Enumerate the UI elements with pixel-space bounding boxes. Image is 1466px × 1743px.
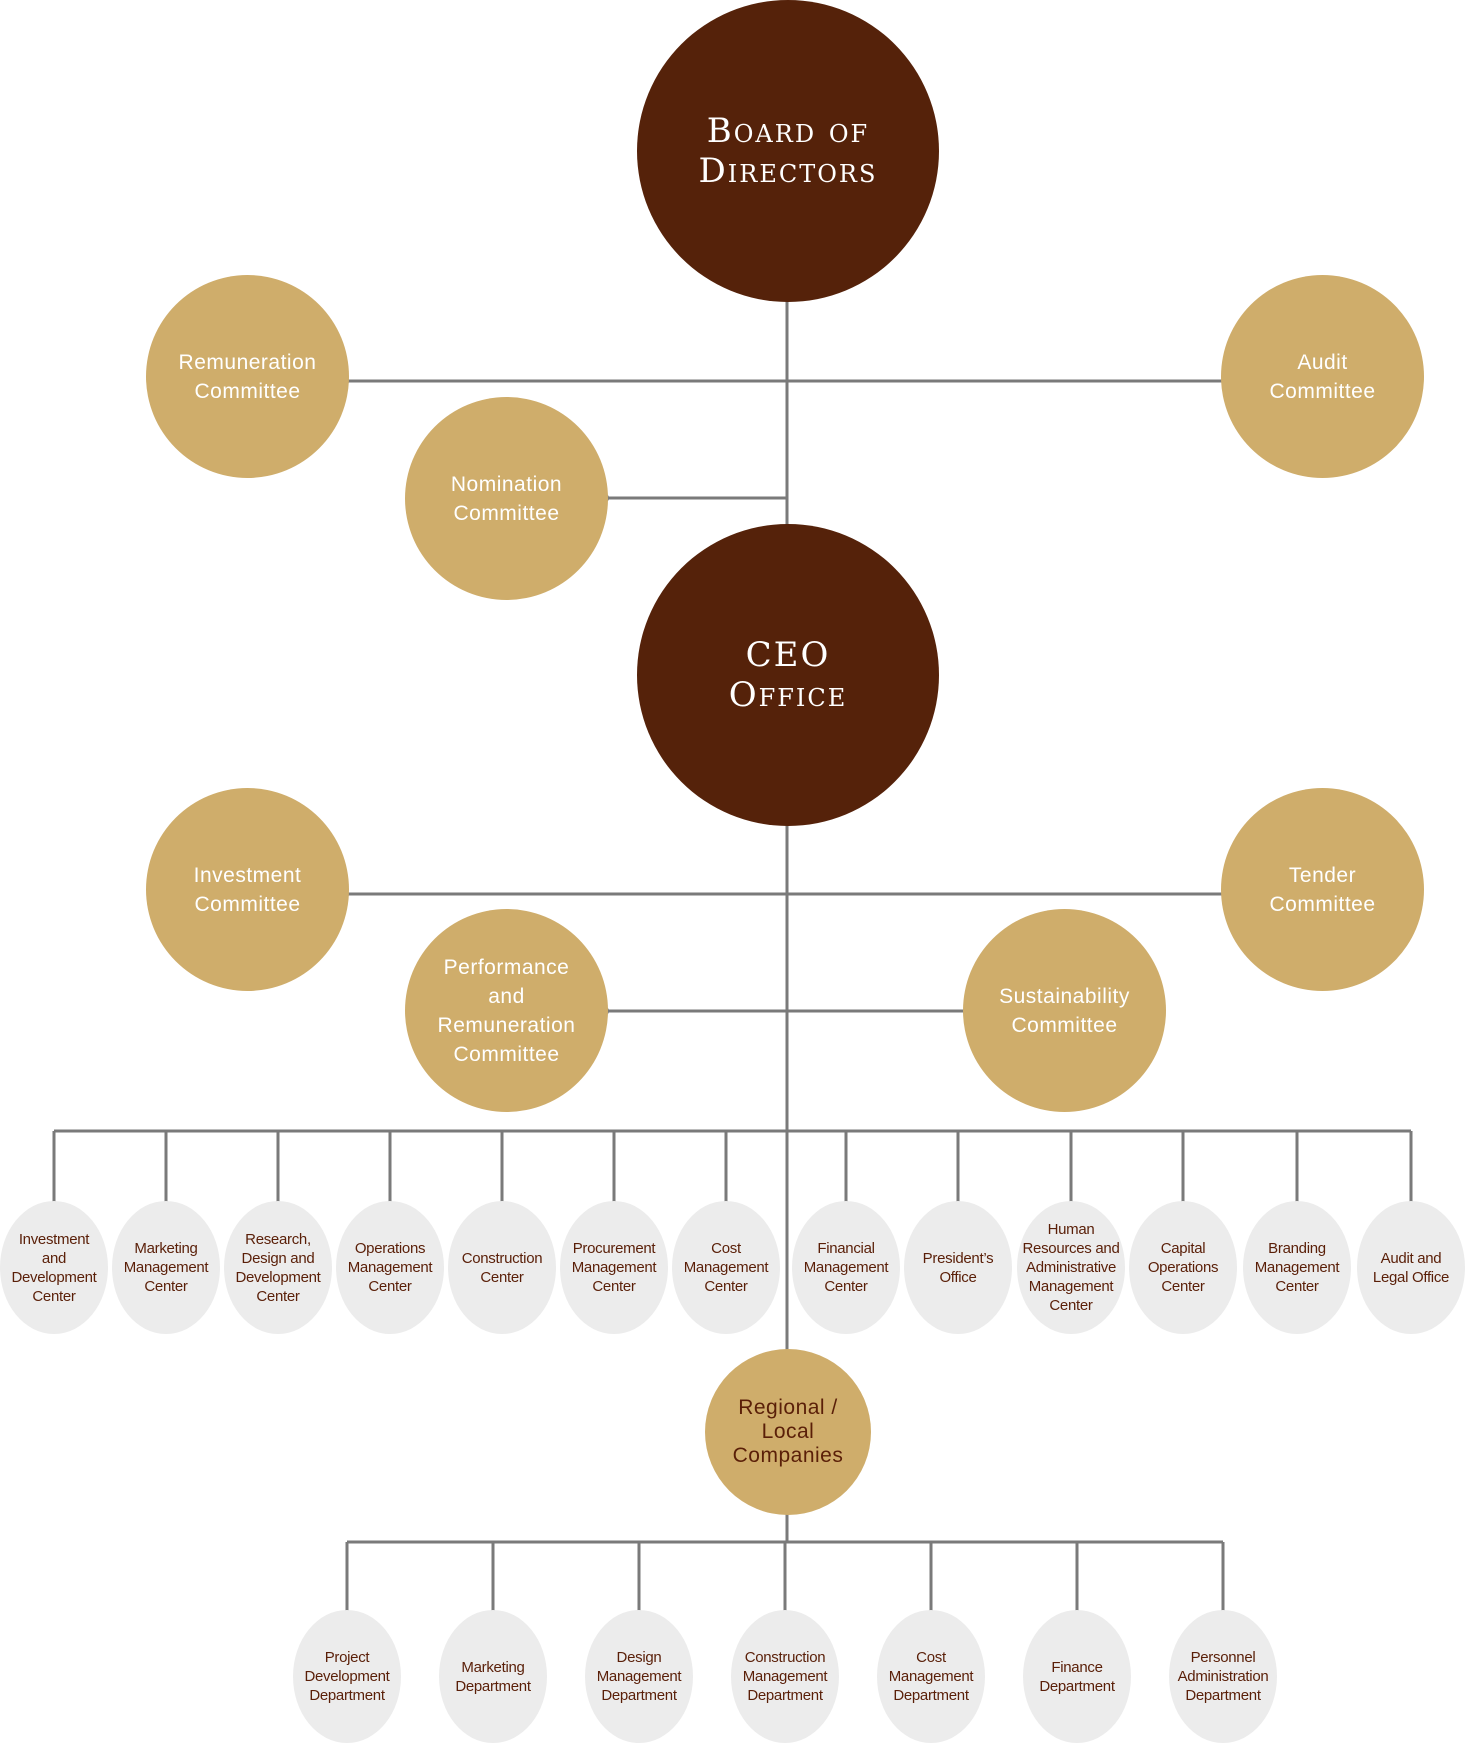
department-node: Marketing Department bbox=[439, 1610, 547, 1743]
center-node: Branding Management Center bbox=[1243, 1201, 1351, 1334]
center-node: Financial Management Center bbox=[792, 1201, 900, 1334]
center-label: Financial Management Center bbox=[803, 1240, 889, 1295]
nomination-committee-label: Nomination Committee bbox=[450, 472, 563, 525]
board-of-directors-node: Board of Directors bbox=[637, 0, 939, 302]
center-node: Human Resources and Administrative Manag… bbox=[1017, 1201, 1125, 1334]
tender-committee-label: Tender Committee bbox=[1269, 863, 1376, 916]
department-label: Design Management Department bbox=[596, 1649, 682, 1704]
tender-committee-node: Tender Committee bbox=[1221, 788, 1424, 991]
center-node: Audit and Legal Office bbox=[1357, 1201, 1465, 1334]
audit-committee-node: Audit Committee bbox=[1221, 275, 1424, 478]
center-node: Investment and Development Center bbox=[0, 1201, 108, 1334]
center-label: Construction Center bbox=[461, 1249, 543, 1286]
regional-local-companies-label: Regional / Local Companies bbox=[732, 1396, 844, 1467]
center-label: Audit and Legal Office bbox=[1372, 1249, 1450, 1286]
center-node: Construction Center bbox=[448, 1201, 556, 1334]
investment-committee-label: Investment Committee bbox=[193, 863, 302, 916]
ceo-office-node: CEO Office bbox=[637, 524, 939, 826]
center-node: Research, Design and Development Center bbox=[224, 1201, 332, 1334]
sustainability-committee-label: Sustainability Committee bbox=[999, 984, 1130, 1037]
board-of-directors-label: Board of Directors bbox=[698, 111, 878, 191]
department-node: Construction Management Department bbox=[731, 1610, 839, 1743]
center-node: Operations Management Center bbox=[336, 1201, 444, 1334]
department-label: Cost Management Department bbox=[888, 1649, 974, 1704]
center-node: Capital Operations Center bbox=[1129, 1201, 1237, 1334]
center-label: Branding Management Center bbox=[1254, 1240, 1340, 1295]
center-node: Marketing Management Center bbox=[112, 1201, 220, 1334]
sustainability-committee-node: Sustainability Committee bbox=[963, 909, 1166, 1112]
performance-remuneration-committee-label: Performance and Remuneration Committee bbox=[437, 955, 576, 1066]
nomination-committee-node: Nomination Committee bbox=[405, 397, 608, 600]
center-node: Cost Management Center bbox=[672, 1201, 780, 1334]
department-node: Cost Management Department bbox=[877, 1610, 985, 1743]
center-node: Procurement Management Center bbox=[560, 1201, 668, 1334]
center-label: Operations Management Center bbox=[347, 1240, 433, 1295]
audit-committee-label: Audit Committee bbox=[1269, 350, 1376, 403]
center-label: Procurement Management Center bbox=[571, 1240, 657, 1295]
center-label: Human Resources and Administrative Manag… bbox=[1022, 1221, 1120, 1314]
center-node: President’s Office bbox=[904, 1201, 1012, 1334]
department-node: Project Development Department bbox=[293, 1610, 401, 1743]
department-label: Finance Department bbox=[1039, 1658, 1115, 1695]
ceo-office-label: CEO Office bbox=[728, 635, 848, 715]
department-label: Construction Management Department bbox=[742, 1649, 828, 1704]
center-label: Research, Design and Development Center bbox=[235, 1230, 321, 1305]
performance-remuneration-committee-node: Performance and Remuneration Committee bbox=[405, 909, 608, 1112]
department-node: Personnel Administration Department bbox=[1169, 1610, 1277, 1743]
center-label: President’s Office bbox=[922, 1249, 994, 1286]
department-node: Finance Department bbox=[1023, 1610, 1131, 1743]
center-label: Cost Management Center bbox=[683, 1240, 769, 1295]
investment-committee-node: Investment Committee bbox=[146, 788, 349, 991]
remuneration-committee-label: Remuneration Committee bbox=[178, 350, 317, 403]
center-label: Marketing Management Center bbox=[123, 1240, 209, 1295]
department-label: Project Development Department bbox=[304, 1649, 390, 1704]
remuneration-committee-node: Remuneration Committee bbox=[146, 275, 349, 478]
center-label: Capital Operations Center bbox=[1147, 1240, 1219, 1295]
department-node: Design Management Department bbox=[585, 1610, 693, 1743]
department-label: Personnel Administration Department bbox=[1177, 1649, 1269, 1704]
center-label: Investment and Development Center bbox=[11, 1230, 97, 1305]
department-label: Marketing Department bbox=[455, 1658, 531, 1695]
regional-local-companies-node: Regional / Local Companies bbox=[705, 1349, 871, 1515]
